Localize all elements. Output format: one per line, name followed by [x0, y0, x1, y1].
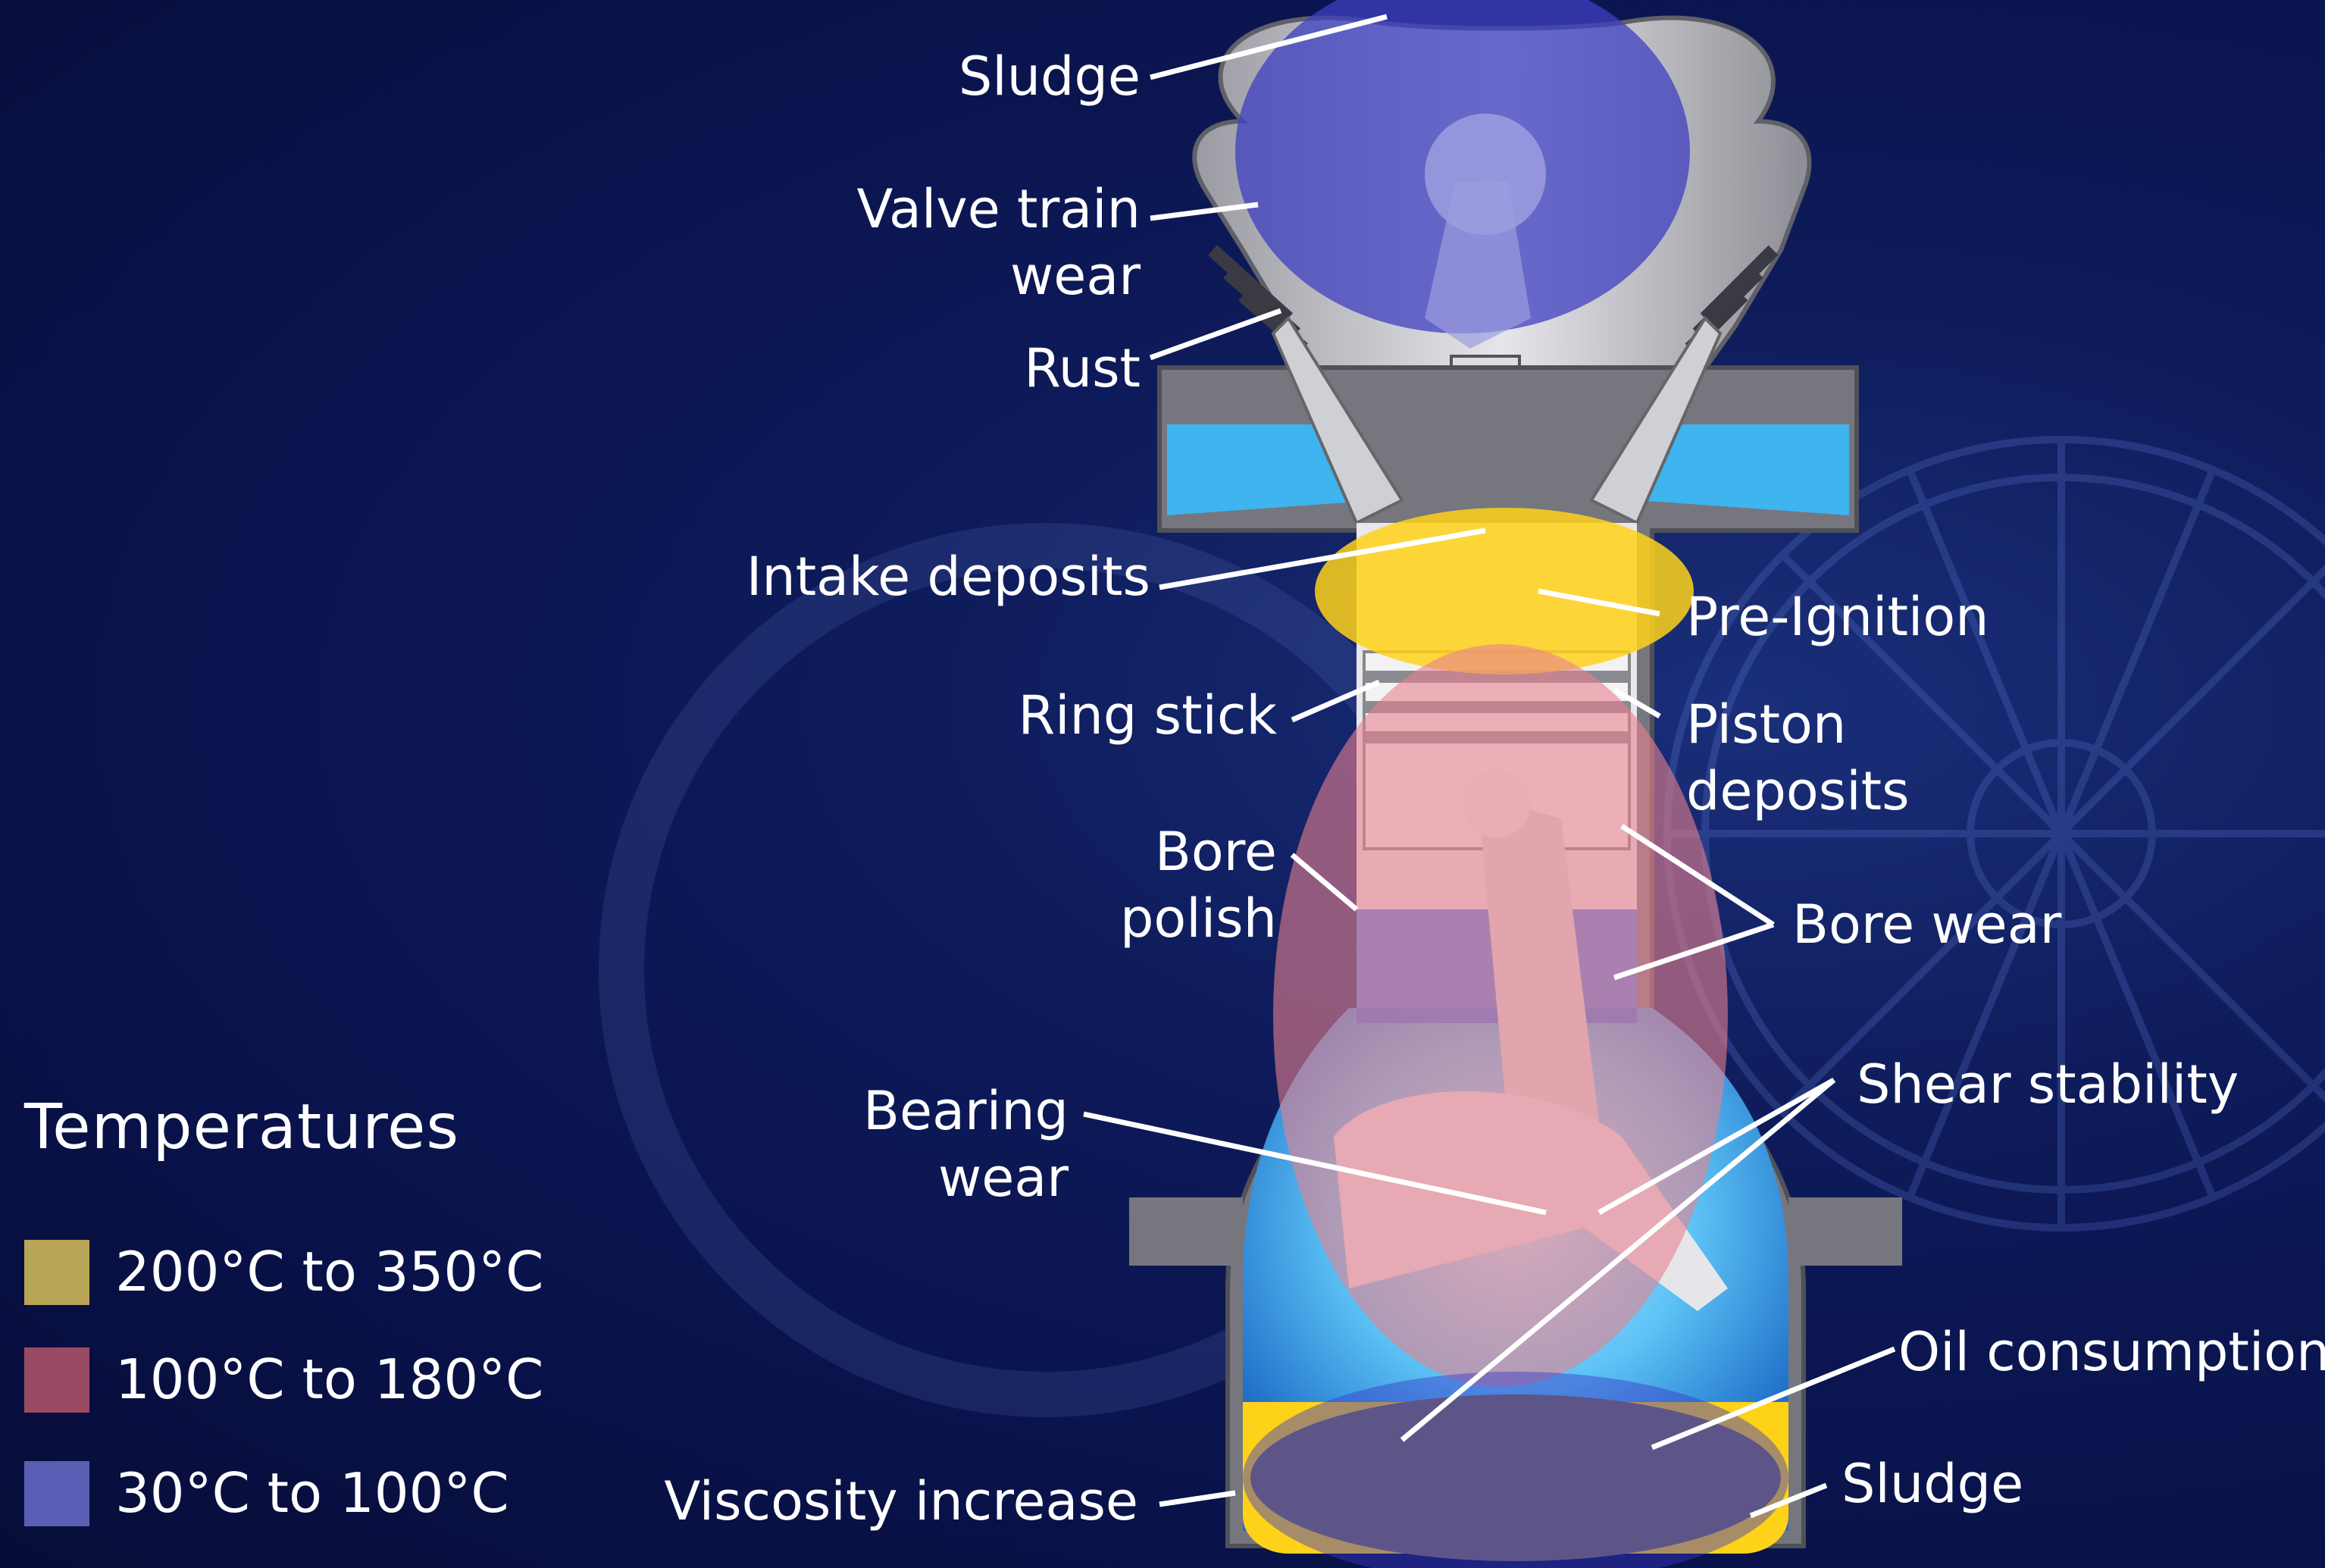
label-valve-train-wear-line1: Valve train: [857, 178, 1141, 240]
label-shear-stability: Shear stability: [1857, 1053, 2239, 1116]
label-pre-ignition: Pre-Ignition: [1686, 586, 1989, 648]
label-ring-stick: Ring stick: [1018, 684, 1277, 746]
label-bore-wear: Bore wear: [1792, 894, 2062, 956]
legend-swatch-warm: [24, 1347, 89, 1413]
label-sludge-top: Sludge: [959, 45, 1141, 108]
label-bearing-wear-line1: Bearing: [863, 1080, 1069, 1142]
legend-label-warm: 100°C to 180°C: [115, 1343, 543, 1416]
label-oil-consumption: Oil consumption: [1898, 1321, 2325, 1383]
label-bearing-wear-line2: wear: [938, 1147, 1069, 1209]
legend-title: Temperatures: [24, 1091, 459, 1163]
legend-label-cool: 30°C to 100°C: [115, 1457, 509, 1529]
legend-label-hot: 200°C to 350°C: [115, 1235, 543, 1308]
label-valve-train-wear-line2: wear: [1010, 245, 1141, 307]
label-bore-polish-line1: Bore: [1155, 821, 1277, 883]
warm-zone: [1273, 644, 1728, 1387]
legend-swatch-cool: [24, 1461, 89, 1526]
legend-swatch-hot: [24, 1240, 89, 1305]
label-viscosity-increase: Viscosity increase: [664, 1470, 1138, 1532]
label-bore-polish-line2: polish: [1120, 887, 1277, 950]
label-piston-deposits-line1: Piston: [1686, 693, 1846, 756]
label-sludge-bottom: Sludge: [1842, 1453, 2023, 1515]
label-piston-deposits-line2: deposits: [1686, 760, 1910, 822]
label-rust: Rust: [1024, 337, 1141, 399]
label-intake-deposits: Intake deposits: [746, 546, 1150, 608]
